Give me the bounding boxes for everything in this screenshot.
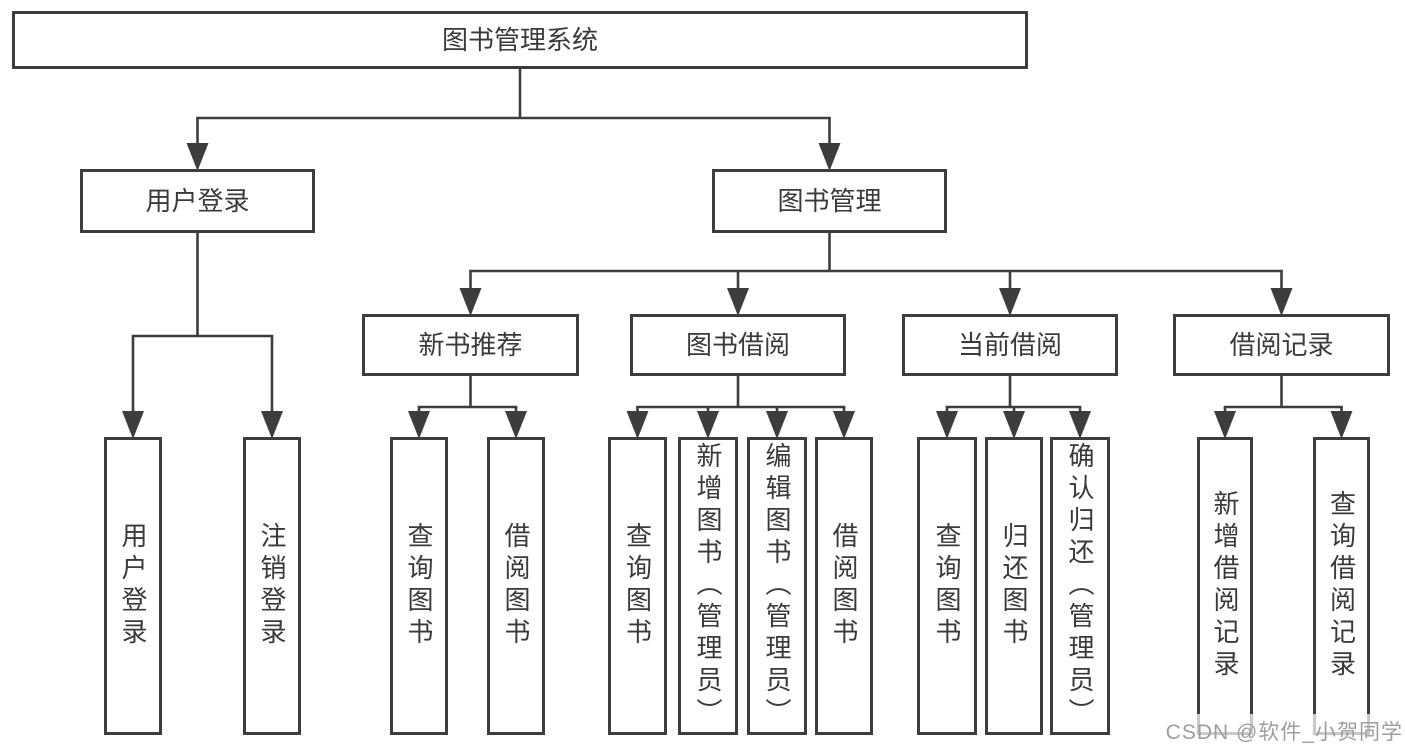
connector-arrowhead (766, 411, 788, 439)
connector-arrowhead (1003, 411, 1025, 439)
node-label: 借阅图书 (501, 522, 531, 650)
node-label: 图书管理 (777, 186, 882, 216)
node-new-book-recommend: 新书推荐 (362, 314, 579, 376)
connector-arrowhead (408, 411, 430, 439)
node-borrowing-edit-books: 编辑图书（管理员） (747, 437, 807, 735)
node-label: 当前借阅 (957, 330, 1062, 360)
node-label: 借阅图书 (829, 522, 859, 650)
node-records-query-record: 查询借阅记录 (1313, 437, 1370, 735)
node-recommend-query-books: 查询图书 (390, 437, 448, 735)
connector-arrowhead (1270, 288, 1293, 316)
node-root: 图书管理系统 (12, 11, 1028, 69)
node-label: 新增图书（管理员） (693, 442, 723, 730)
connector-arrowhead (186, 143, 209, 171)
node-borrowing-borrow-books: 借阅图书 (815, 437, 873, 735)
connector-arrowhead (727, 288, 749, 316)
node-borrowing-records: 借阅记录 (1173, 314, 1390, 376)
node-current-borrowing: 当前借阅 (902, 314, 1118, 376)
connector-arrowhead (936, 411, 958, 439)
node-user-login-action: 用户登录 (104, 437, 162, 735)
node-book-management: 图书管理 (712, 169, 947, 233)
node-label: 用户登录 (145, 186, 250, 216)
node-label: 查询图书 (622, 522, 653, 650)
node-current-confirm-return: 确认归还（管理员） (1050, 437, 1110, 735)
node-label: 用户登录 (118, 522, 148, 650)
connector-arrowhead (1330, 411, 1353, 439)
connector-arrowhead (818, 143, 841, 171)
node-borrowing-query-books: 查询图书 (608, 437, 667, 735)
node-label: 新增借阅记录 (1210, 490, 1240, 682)
node-label: 图书借阅 (685, 330, 790, 360)
connector-arrowhead (1069, 411, 1091, 439)
node-label: 查询图书 (404, 522, 434, 650)
connector-arrowhead (833, 411, 855, 439)
connector-arrowhead (1214, 411, 1236, 439)
node-label: 查询借阅记录 (1326, 490, 1357, 682)
node-current-query-books: 查询图书 (917, 437, 977, 735)
node-label: 借阅记录 (1229, 330, 1334, 360)
watermark: CSDN @软件_小贺同学 (1166, 714, 1405, 747)
connector-arrowhead (697, 411, 719, 439)
node-recommend-borrow-books: 借阅图书 (487, 437, 545, 735)
node-user-login: 用户登录 (80, 169, 315, 233)
node-label: 查询图书 (932, 522, 962, 650)
node-book-borrowing: 图书借阅 (630, 314, 846, 376)
connector-arrowhead (626, 411, 649, 439)
node-current-return-books: 归还图书 (985, 437, 1043, 735)
connector-arrowhead (122, 411, 144, 439)
node-label: 确认归还（管理员） (1065, 442, 1095, 730)
node-label: 编辑图书（管理员） (762, 442, 792, 730)
connector-arrowhead (459, 288, 482, 316)
node-borrowing-add-books: 新增图书（管理员） (678, 437, 738, 735)
node-records-add-record: 新增借阅记录 (1197, 437, 1253, 735)
node-label: 图书管理系统 (441, 25, 598, 55)
node-label: 新书推荐 (418, 330, 523, 360)
connector-arrowhead (505, 411, 527, 439)
connector-arrowhead (999, 288, 1021, 316)
connector-arrowhead (261, 411, 283, 439)
node-label: 归还图书 (999, 522, 1029, 650)
node-logout-action: 注销登录 (243, 437, 301, 735)
node-label: 注销登录 (257, 522, 287, 650)
